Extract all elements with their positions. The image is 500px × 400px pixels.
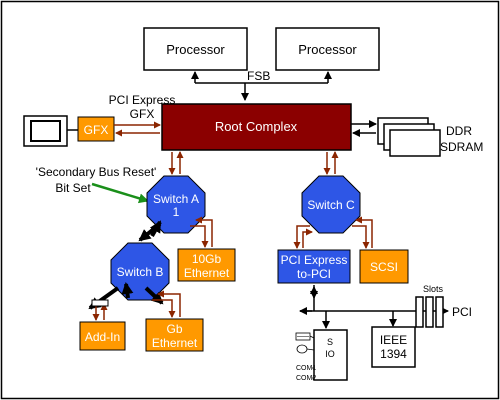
sio-io-label: IO bbox=[325, 349, 335, 359]
ddr-sdram-stack bbox=[377, 117, 441, 157]
processor-right: Processor bbox=[275, 27, 380, 71]
switch-c-scsi-link bbox=[352, 216, 373, 249]
processor-right-label: Processor bbox=[298, 42, 357, 57]
ddr-label-2: SDRAM bbox=[440, 140, 483, 154]
rc-switch-a-link bbox=[168, 151, 184, 175]
keyboard-link bbox=[309, 335, 315, 339]
switch-b-label: Switch B bbox=[117, 265, 164, 279]
gb-label-2: Ethernet bbox=[152, 336, 198, 350]
switch-a-label-1: Switch A bbox=[153, 192, 199, 206]
mouse-link bbox=[306, 348, 315, 351]
sio-s-label: S bbox=[327, 337, 333, 347]
ieee-label-2: 1394 bbox=[380, 347, 407, 361]
gb-label-1: Gb bbox=[166, 322, 182, 336]
pci-label: PCI bbox=[452, 305, 472, 319]
rc-switch-c-link bbox=[323, 151, 339, 175]
secondary-bus-reset-arrow bbox=[91, 182, 149, 204]
fsb-label: FSB bbox=[247, 69, 270, 83]
ten-gb-label-1: 10Gb bbox=[192, 252, 222, 266]
monitor-icon bbox=[23, 115, 68, 147]
scsi-label: SCSI bbox=[370, 260, 398, 274]
slots-label: Slots bbox=[423, 284, 444, 294]
pci-express-gfx-label-1: PCI Express bbox=[109, 93, 176, 107]
keyboard-icon bbox=[295, 332, 311, 341]
super-io-chip: S IO bbox=[313, 329, 348, 381]
gfx-label: GFX bbox=[84, 123, 109, 137]
add-in-card: Add-In bbox=[79, 321, 126, 351]
pci-express-gfx-label-2: GFX bbox=[130, 107, 155, 121]
gfx-card: GFX bbox=[77, 116, 115, 142]
ten-gb-label-2: Ethernet bbox=[184, 266, 230, 280]
processor-left: Processor bbox=[143, 27, 248, 71]
ieee-1394: IEEE 1394 bbox=[371, 326, 416, 368]
ieee-label-1: IEEE bbox=[380, 333, 407, 347]
switch-a-10gb-link bbox=[190, 216, 213, 248]
processor-left-label: Processor bbox=[166, 42, 225, 57]
mouse-icon bbox=[296, 344, 308, 354]
add-in-label: Add-In bbox=[85, 330, 120, 344]
switch-a-label-2: 1 bbox=[173, 205, 180, 219]
fsb-bus: FSB bbox=[191, 69, 332, 101]
pci-slots bbox=[415, 296, 444, 328]
switch-c-label: Switch C bbox=[307, 198, 355, 212]
switch-b: Switch B bbox=[110, 242, 170, 301]
switch-a: Switch A 1 bbox=[146, 175, 206, 234]
ddr-label-1: DDR bbox=[446, 124, 472, 138]
switch-c-pcie-pci-link bbox=[293, 225, 313, 249]
com1-label: COM1 bbox=[296, 365, 316, 372]
ddr-link bbox=[351, 120, 377, 137]
gb-ethernet: Gb Ethernet bbox=[145, 318, 204, 352]
com2-label: COM2 bbox=[296, 375, 316, 382]
add-in-link bbox=[92, 303, 108, 321]
secondary-bus-reset-label-1: 'Secondary Bus Reset' bbox=[36, 165, 157, 179]
pcie-to-pci-bridge: PCI Express to-PCI bbox=[277, 249, 351, 284]
root-complex: Root Complex bbox=[161, 103, 352, 151]
secondary-bus-reset-label-2: Bit Set bbox=[55, 181, 91, 195]
switch-a-to-b-arrows bbox=[138, 220, 162, 242]
switch-c: Switch C bbox=[301, 175, 361, 234]
gfx-link bbox=[114, 121, 161, 137]
add-in-slot bbox=[91, 299, 109, 307]
pcie-to-pci-label-2: to-PCI bbox=[297, 267, 331, 281]
root-complex-label: Root Complex bbox=[215, 119, 298, 134]
ten-gb-ethernet: 10Gb Ethernet bbox=[177, 248, 236, 282]
gb-ethernet-link bbox=[152, 290, 181, 318]
pcie-to-pci-label-1: PCI Express bbox=[281, 253, 348, 267]
scsi-controller: SCSI bbox=[359, 249, 409, 284]
